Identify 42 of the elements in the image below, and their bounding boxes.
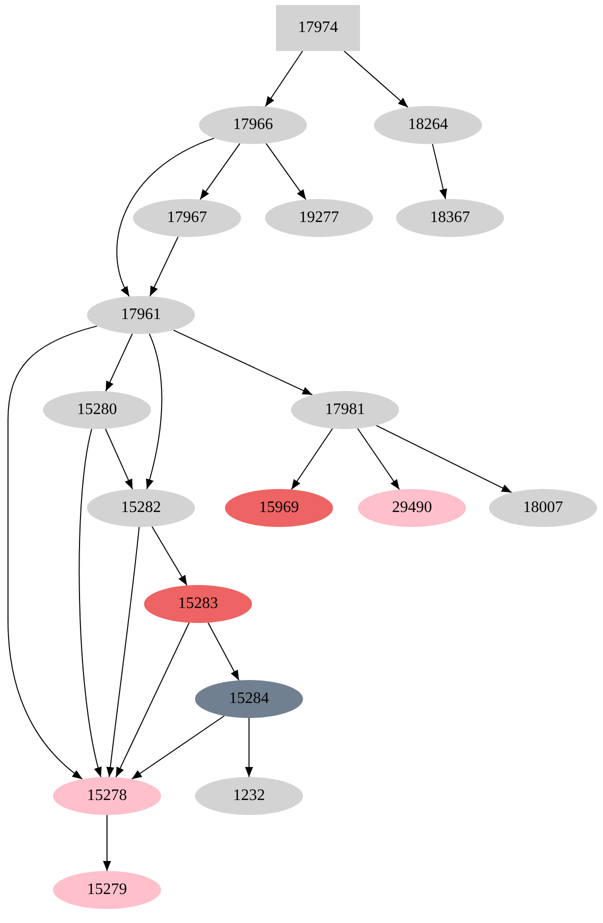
node-label: 18007 <box>523 499 563 517</box>
node-label: 15278 <box>87 787 127 805</box>
node-label: 18367 <box>430 209 470 227</box>
arrow <box>290 428 334 490</box>
node-label: 17981 <box>325 401 365 419</box>
arrow <box>245 718 253 778</box>
arrow <box>103 814 111 872</box>
arrow <box>131 715 225 780</box>
arrow <box>104 428 134 490</box>
arrow <box>106 526 140 778</box>
node-label: 15282 <box>121 499 161 517</box>
arrow <box>432 143 448 200</box>
arrow <box>152 526 188 586</box>
node-label: 17967 <box>167 209 207 227</box>
arrow <box>376 424 512 494</box>
node-label: 15284 <box>229 690 269 708</box>
arrow <box>149 236 179 297</box>
node-label: 17966 <box>233 116 273 134</box>
arrow <box>78 428 102 778</box>
arrow <box>8 326 98 780</box>
process-box <box>276 5 360 51</box>
node-label: 15283 <box>178 595 218 613</box>
arrow <box>357 428 400 490</box>
arrow <box>264 50 304 107</box>
node-label: 17961 <box>121 306 161 324</box>
node-label: 17974 <box>298 19 338 37</box>
node-label: 18264 <box>408 116 448 134</box>
arrow <box>116 138 215 297</box>
node-label: 19277 <box>299 209 339 227</box>
node-label: 1232 <box>233 787 265 805</box>
node-label: 15279 <box>87 881 127 899</box>
node-label: 29490 <box>392 499 432 517</box>
arrow <box>105 333 133 392</box>
arrow <box>115 622 190 778</box>
arrow <box>146 333 162 490</box>
arrow <box>344 50 408 108</box>
arrow <box>266 142 306 200</box>
arrow <box>208 622 240 681</box>
arrow <box>200 142 240 200</box>
node-label: 15969 <box>259 499 299 517</box>
arrow <box>173 330 313 396</box>
node-label: 15280 <box>77 401 117 419</box>
